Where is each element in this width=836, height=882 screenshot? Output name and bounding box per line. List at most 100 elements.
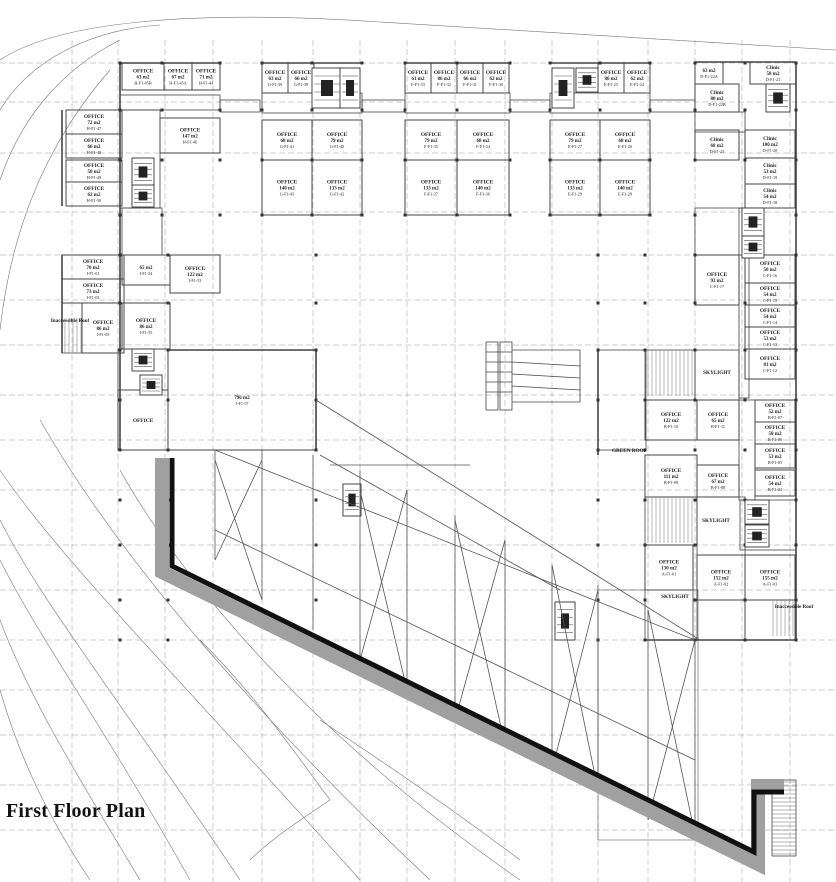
room-label-area: 50 m2 [764,268,777,273]
column [693,398,697,402]
room-label-area: 65 m2 [140,266,153,271]
column [314,543,318,547]
room-label-area: 66 m2 [88,145,101,150]
room-label-name: OFFICE [168,69,189,75]
column [596,448,600,452]
room-label-code: F-F1-33 [411,82,425,87]
column [118,108,122,112]
column [648,158,652,162]
room-label-code: C-F1-15 [763,298,777,303]
column [693,598,697,602]
column [596,301,600,305]
room-label-code: B-F1-05 [768,460,782,465]
column [794,638,798,642]
room-label-area: 54 m2 [769,482,782,487]
room-label-code: D-F1-22A [700,74,717,79]
column [218,213,222,217]
room-label-code: G-F1-41 [280,144,294,149]
atrium-line [359,489,408,691]
room-label-name: OFFICE [83,283,104,289]
room-label-name: OFFICE [765,403,786,409]
atrium-line [647,639,696,821]
room-label-name: OFFICE [708,412,729,418]
column [360,158,364,162]
room-label-code: F-F1-36 [476,192,490,197]
column [260,213,264,217]
room-label-code: C-F1-12 [763,368,777,373]
room-label-code: H-F1-48 [87,150,101,155]
room-label-code: A-F1-01 [662,572,676,577]
room-label-code: B-F1-10 [664,424,678,429]
column [693,348,697,352]
room-label-code: I-F1-54 [140,271,154,276]
column [118,448,122,452]
room-label-name: OFFICE [180,128,201,134]
column [260,158,264,162]
room-label-area: 63 m2 [137,76,150,81]
column [743,398,747,402]
room-label-area: 66 m2 [464,77,477,82]
room-label-area: 93 m2 [711,279,724,284]
room-label-code: F-F1-30 [489,82,503,87]
room-label-area: 79 m2 [569,139,582,144]
room-label-area: 73 m2 [87,290,100,295]
room-label-area: 122 m2 [187,273,203,278]
room-outline [644,349,696,401]
atrium-line [315,399,701,641]
column [794,213,798,217]
room-label-area: 72 m2 [88,121,101,126]
room-outline-b5 [754,443,796,469]
atrium-panel [597,589,699,841]
room-label-area: 79 m2 [425,139,438,144]
room-label-name: Clinic [766,65,780,71]
column [643,398,647,402]
room-label-code: E-F1-26 [618,144,632,149]
column [693,253,697,257]
room-label-code: G-F1-42 [330,192,344,197]
room-label-area: 65 m2 [712,419,725,424]
room-outline [644,496,698,546]
room-outline-g6 [311,159,363,216]
room-label-name: OFFICE [659,560,680,566]
column [314,448,318,452]
room-label-code: I-F1-01 [87,271,100,276]
column [598,213,602,217]
column [118,598,122,602]
column [118,498,122,502]
atrium-line [214,449,696,641]
room-label-name: Clinic [710,137,724,143]
room-label-code: D-F1-23 [710,149,724,154]
column [693,158,697,162]
column [118,543,122,547]
column [360,108,364,112]
room-label-name: Clinic [710,90,724,96]
room-outline-d7 [744,183,796,209]
room-label-name: OFFICE [265,70,286,76]
room-label-name: OFFICE [84,163,105,169]
room-label-name: OFFICE [473,132,494,138]
column [310,108,314,112]
room-outline [219,99,261,113]
room-label-area: 79 m2 [331,139,344,144]
room-outline-c1 [694,254,740,306]
column [596,543,600,547]
room-label-area: 53 m2 [764,337,777,342]
room-label-code: I-F1-02 [87,295,100,300]
room-label-code: B-F1-09 [664,480,678,485]
room-label-code: D-F1-20 [763,148,777,153]
room-outline-i12 [169,254,221,294]
room-outline [694,111,746,133]
room-label-code: E-F1-25 [604,82,618,87]
room-label-area: 71 m2 [200,76,213,81]
room-label-name: OFFICE [760,308,781,314]
room-label-name: OFFICE [661,468,682,474]
column [403,108,407,112]
room-label-code: H-F1-44 [199,81,214,86]
column [455,213,459,217]
room-outline-e6 [599,159,651,216]
room-label-name: OFFICE [185,266,206,272]
area-label: Inaccessible Roof [775,604,814,610]
column [166,253,170,257]
column [643,543,647,547]
